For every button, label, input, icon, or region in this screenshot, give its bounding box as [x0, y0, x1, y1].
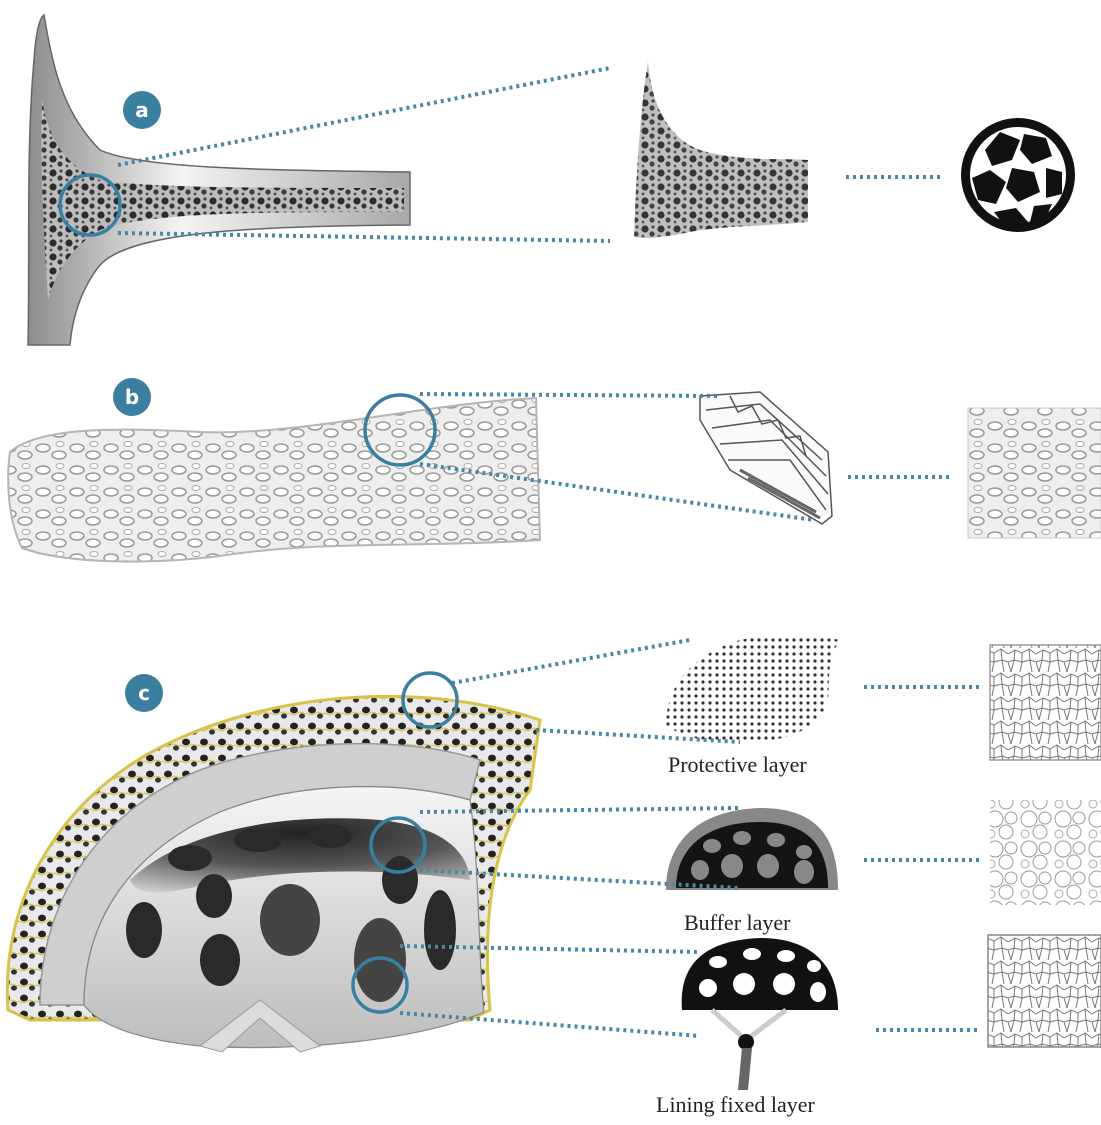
panel-c-lining-detail — [988, 935, 1101, 1047]
panel-b-porous-detail — [968, 408, 1101, 538]
panel-b — [8, 392, 1101, 562]
panel-b-leader-top — [420, 394, 720, 396]
panel-b-section-sketch — [700, 392, 832, 524]
buffer-layer-caption: Buffer layer — [684, 910, 791, 936]
panel-a — [28, 15, 1075, 345]
panel-a-leader-top — [118, 68, 610, 165]
panel-c-lining-sample — [682, 938, 838, 1090]
lining-fixed-layer-caption: Lining fixed layer — [656, 1092, 815, 1118]
panel-c-buffer-sample — [666, 808, 838, 890]
protective-layer-caption: Protective layer — [668, 752, 807, 778]
panel-c — [7, 635, 1101, 1090]
panel-a-badge: a — [123, 91, 161, 129]
panel-c-protective-detail — [990, 645, 1101, 760]
panel-c-buffer-detail — [990, 800, 1101, 905]
panel-c-protective-sample — [666, 635, 840, 743]
panel-c-badge: c — [125, 674, 163, 712]
panel-a-unit-cell — [961, 118, 1075, 232]
panel-a-zoom-section — [634, 62, 808, 238]
panel-b-badge: b — [113, 378, 151, 416]
panel-b-cast-body — [8, 398, 540, 562]
